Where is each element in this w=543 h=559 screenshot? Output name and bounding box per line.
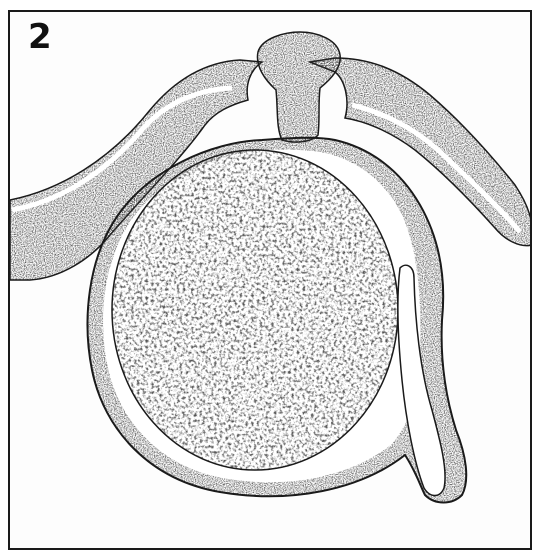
yolk-mass [112,150,398,470]
panel-number: 2 [28,20,52,54]
neural-tube [257,32,340,142]
